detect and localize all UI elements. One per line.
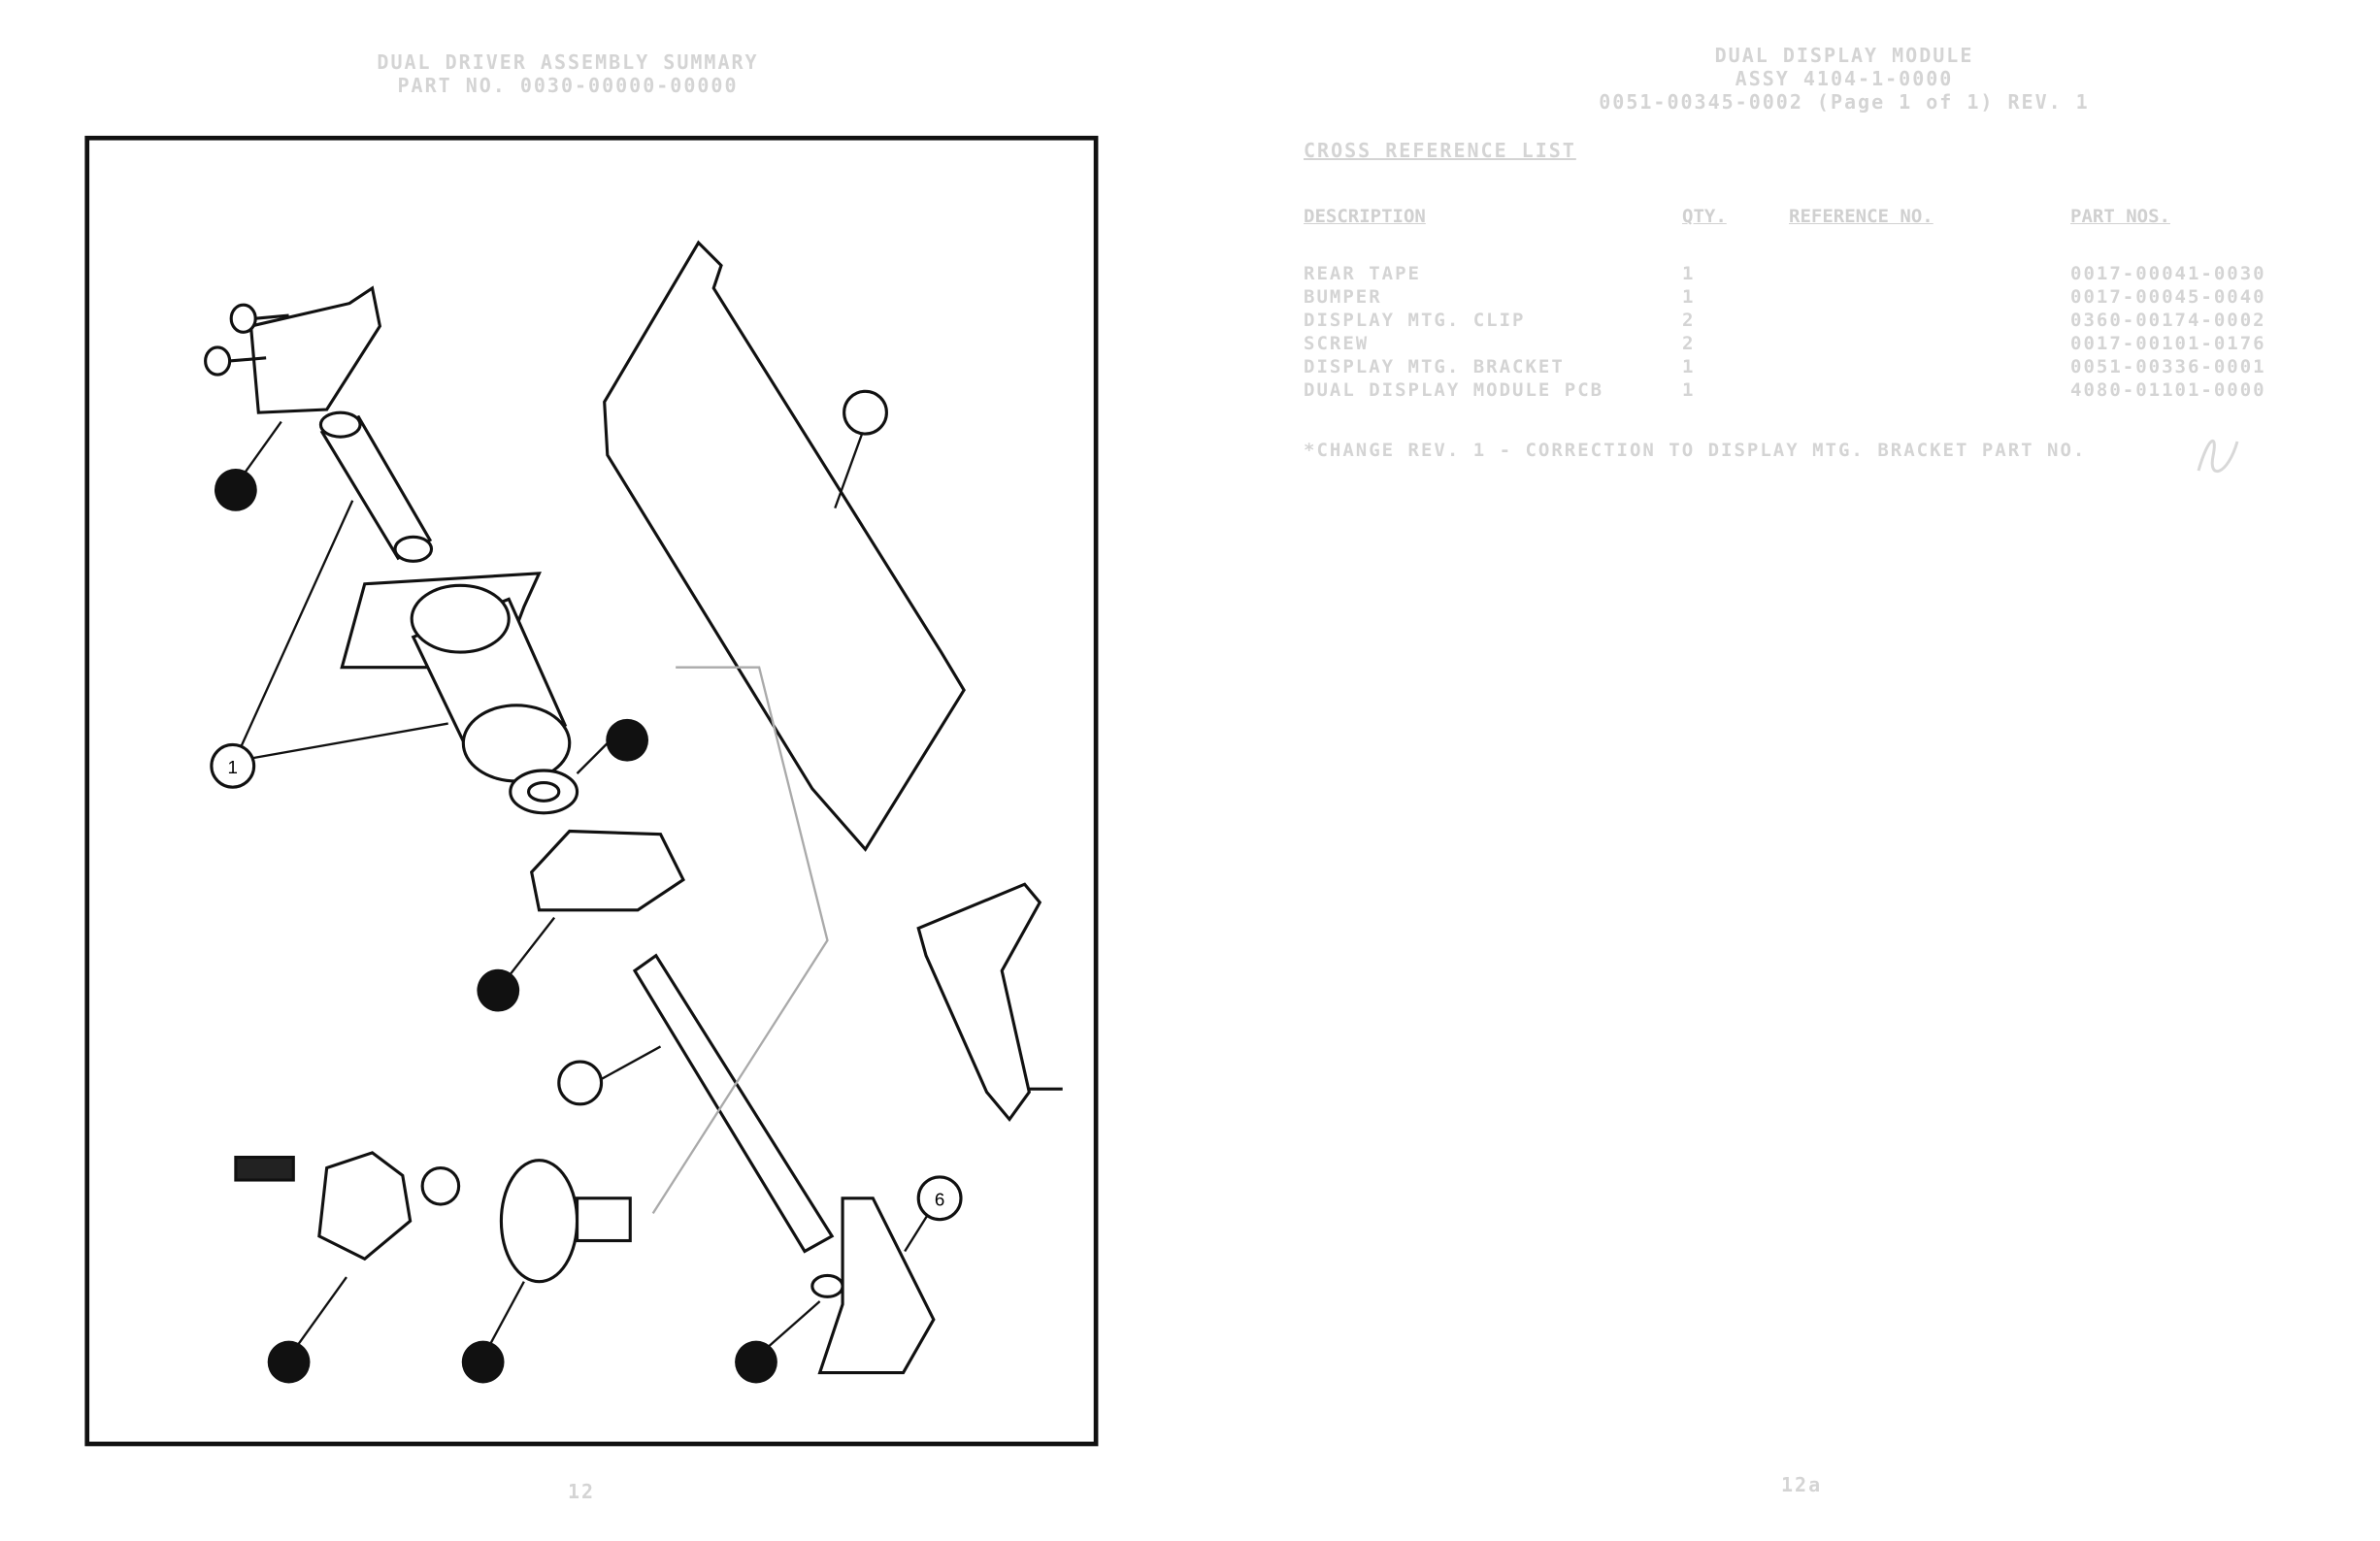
table-row: REAR TAPE 1 0017-00041-0030 [1304,262,2284,285]
small-bracket [529,829,685,912]
drawing-frame [84,135,1099,1447]
callout-6-label: 6 [935,1190,944,1210]
table-header-row: DESCRIPTION QTY. REFERENCE NO. PART NOS. [1304,206,2284,262]
cell-ref [1789,332,2070,355]
table-row: DUAL DISPLAY MODULE PCB 1 4080-01101-0000 [1304,378,2284,402]
table-row: SCREW 2 0017-00101-0176 [1304,332,2284,355]
cell-qty: 1 [1682,286,1696,308]
mounting-plate [603,240,966,852]
left-header-line2: PART NO. 0030-00000-00000 [397,74,739,97]
cell-description: REAR TAPE [1304,263,1421,284]
cell-ref [1789,355,2070,378]
cell-ref [1789,378,2070,402]
callout-open [557,1060,604,1106]
callout-1-label: 1 [228,757,238,777]
right-header-line1: DUAL DISPLAY MODULE [1714,44,1974,67]
callout-filled [477,968,520,1012]
left-header: DUAL DRIVER ASSEMBLY SUMMARY PART NO. 00… [291,50,844,97]
callout-6 [916,1175,963,1222]
col-reference: REFERENCE NO. [1789,206,1934,227]
cell-qty: 1 [1682,379,1696,401]
callout-markers: 1 6 [210,389,963,1384]
initials-signature [2197,439,2239,474]
left-header-line1: DUAL DRIVER ASSEMBLY SUMMARY [377,50,759,74]
cross-reference-title: CROSS REFERENCE LIST [1304,139,1576,162]
table-row: BUMPER 1 0017-00045-0040 [1304,285,2284,309]
revision-note: *CHANGE REV. 1 - CORRECTION TO DISPLAY M… [1304,440,2087,461]
callout-filled [461,1340,505,1384]
cell-part: 4080-01101-0000 [2070,379,2266,401]
cell-ref [1789,285,2070,309]
cell-ref [1789,262,2070,285]
cell-ref [1789,309,2070,332]
col-part-nos: PART NOS. [2070,206,2170,227]
shaft [632,953,835,1254]
top-bracket [248,285,382,414]
right-page-number: 12a [1781,1473,1823,1496]
cell-part: 0017-00101-0176 [2070,333,2266,354]
cell-part: 0017-00041-0030 [2070,263,2266,284]
callout-open [843,389,888,436]
right-header-line2: ASSY 4104-1-0000 [1735,67,1954,90]
callout-filled [267,1340,311,1384]
cell-part: 0360-00174-0002 [2070,310,2266,331]
cell-qty: 1 [1682,263,1696,284]
left-page-number: 12 [568,1480,596,1503]
table-row: DISPLAY MTG. BRACKET 1 0051-00336-0001 [1304,355,2284,378]
handle [916,882,1042,1123]
cell-qty: 2 [1682,310,1696,331]
cell-part: 0017-00045-0040 [2070,286,2266,308]
cross-reference-table: DESCRIPTION QTY. REFERENCE NO. PART NOS.… [1304,206,2284,402]
cell-description: BUMPER [1304,286,1382,308]
cell-description: DISPLAY MTG. BRACKET [1304,356,1565,377]
cell-qty: 1 [1682,356,1696,377]
cell-part: 0051-00336-0001 [2070,356,2266,377]
right-header: DUAL DISPLAY MODULE ASSY 4104-1-0000 005… [1534,44,2155,114]
callout-filled [214,468,257,511]
cell-qty: 2 [1682,333,1696,354]
col-description: DESCRIPTION [1304,206,1426,227]
callout-1 [210,742,256,789]
callout-filled [735,1340,777,1384]
cell-description: SCREW [1304,333,1370,354]
table-row: DISPLAY MTG. CLIP 2 0360-00174-0002 [1304,309,2284,332]
cell-description: DISPLAY MTG. CLIP [1304,310,1526,331]
callout-filled [606,718,649,762]
right-header-line3: 0051-00345-0002 (Page 1 of 1) REV. 1 [1599,90,2090,114]
cell-description: DUAL DISPLAY MODULE PCB [1304,379,1604,401]
col-qty: QTY. [1682,206,1727,227]
